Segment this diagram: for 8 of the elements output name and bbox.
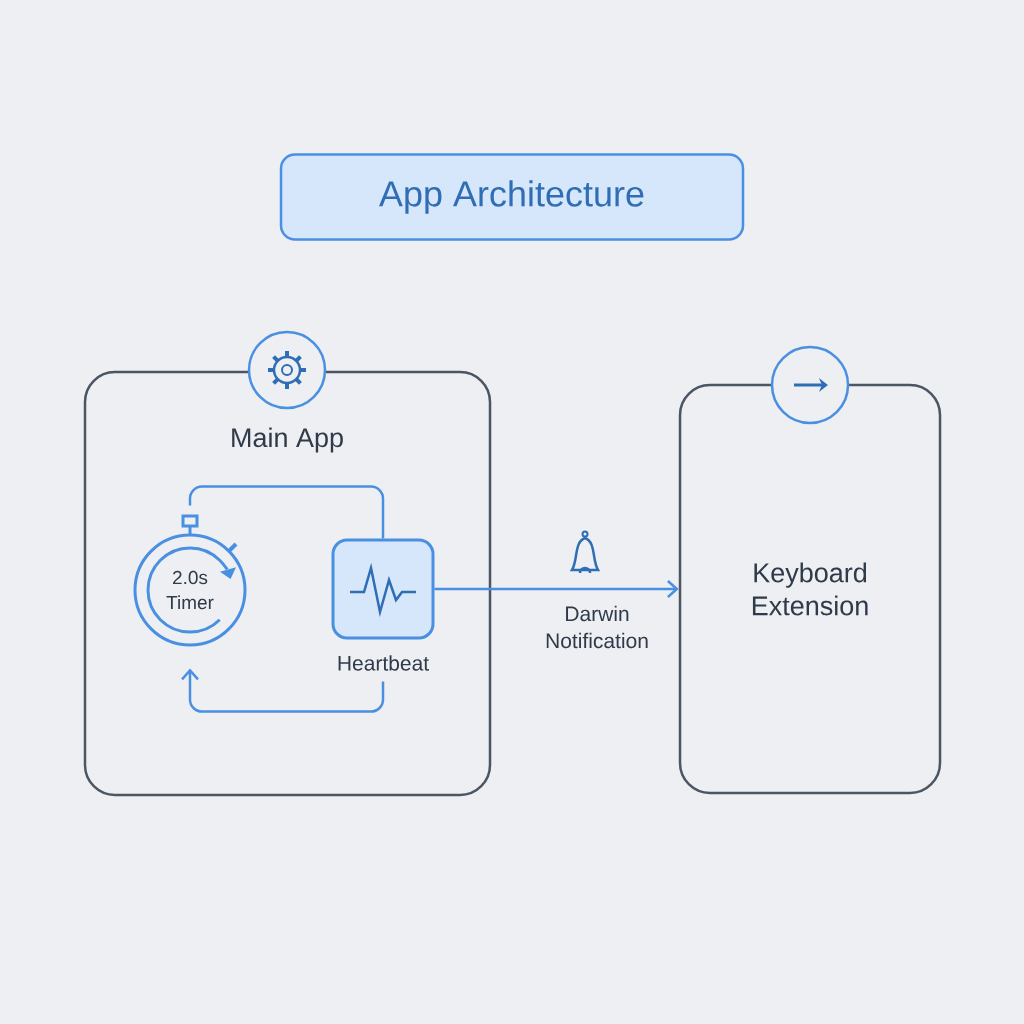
arrow [181, 668, 385, 713]
node-label: Heartbeat [338, 655, 429, 671]
heartbeat-box: Heartbeat [331, 538, 435, 671]
stopwatch-timer: 2.0s Timer [133, 514, 247, 647]
title-box: App Architecture [279, 153, 745, 241]
arrow [434, 580, 679, 598]
edge-label: Darwin Notification [530, 603, 664, 651]
container-box: Keyboard Extension [678, 383, 942, 795]
